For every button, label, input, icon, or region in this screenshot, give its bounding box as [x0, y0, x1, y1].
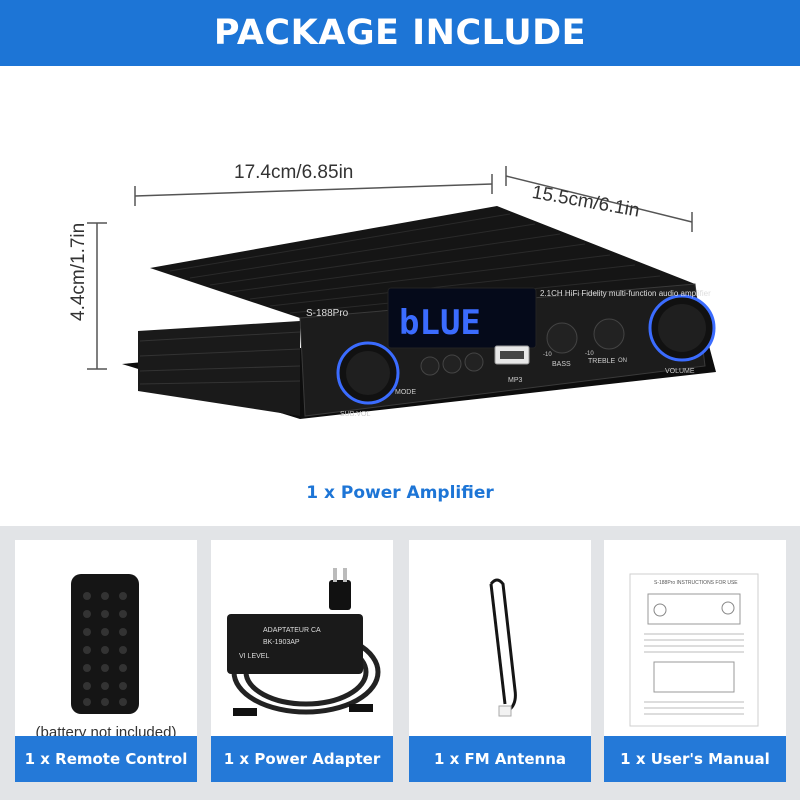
amp-subtitle: 2.1CH HiFi Fidelity multi-function audio…	[540, 289, 711, 298]
width-dimension: 17.4cm/6.85in	[234, 162, 354, 183]
fm-antenna-caption: 1 x FM Antenna	[409, 736, 591, 782]
treble-label: TREBLE	[588, 358, 616, 365]
on-label: ON	[618, 358, 627, 364]
fm-antenna-card: 1 x FM Antenna	[409, 540, 591, 782]
hero-section: bLUE S-188Pro 2.1CH HiFi Fidelity multi-…	[0, 66, 800, 526]
amplifier-caption: 1 x Power Amplifier	[306, 483, 494, 503]
adapter-brand-text: ADAPTATEUR CA	[263, 627, 321, 634]
user-manual-caption: 1 x User's Manual	[604, 736, 786, 782]
power-adapter-icon: ADAPTATEUR CA BK-1903AP VI LEVEL	[227, 568, 381, 716]
amplifier-illustration: bLUE S-188Pro 2.1CH HiFi Fidelity multi-…	[87, 166, 716, 419]
remote-control-caption: 1 x Remote Control	[15, 736, 197, 782]
power-adapter-card: ADAPTATEUR CA BK-1903AP VI LEVEL 1 x Pow…	[211, 540, 393, 782]
user-manual-icon: S-188Pro INSTRUCTIONS FOR USE	[629, 573, 759, 727]
mode-label: MODE	[395, 389, 416, 396]
volume-label: VOLUME	[665, 368, 695, 375]
user-manual-card: S-188Pro INSTRUCTIONS FOR USE 1 x User's…	[604, 540, 786, 782]
accessories-panel: (battery not included) 1 x Remote Contro…	[0, 526, 800, 800]
amplifier-body	[122, 206, 716, 419]
treble-min-label: -10	[585, 351, 594, 357]
bass-label: BASS	[552, 361, 571, 368]
subvol-label: SUB.VOL	[340, 411, 370, 418]
header-banner: PACKAGE INCLUDE	[0, 0, 800, 66]
remote-control-card: (battery not included) 1 x Remote Contro…	[15, 540, 197, 782]
remote-control-icon	[71, 574, 139, 714]
height-dimension: 4.4cm/1.7in	[68, 222, 89, 321]
mp3-label: MP3	[508, 377, 523, 384]
page-title: PACKAGE INCLUDE	[213, 13, 587, 53]
manual-title: S-188Pro INSTRUCTIONS FOR USE	[654, 580, 738, 586]
adapter-level-text: VI LEVEL	[239, 653, 269, 660]
power-adapter-caption: 1 x Power Adapter	[211, 736, 393, 782]
bass-min-label: -10	[543, 352, 552, 358]
fm-antenna-icon	[489, 578, 517, 717]
display-readout: bLUE	[399, 303, 481, 343]
model-label: S-188Pro	[306, 308, 349, 319]
adapter-model-text: BK-1903AP	[263, 639, 300, 646]
dimension-lines	[87, 166, 693, 370]
